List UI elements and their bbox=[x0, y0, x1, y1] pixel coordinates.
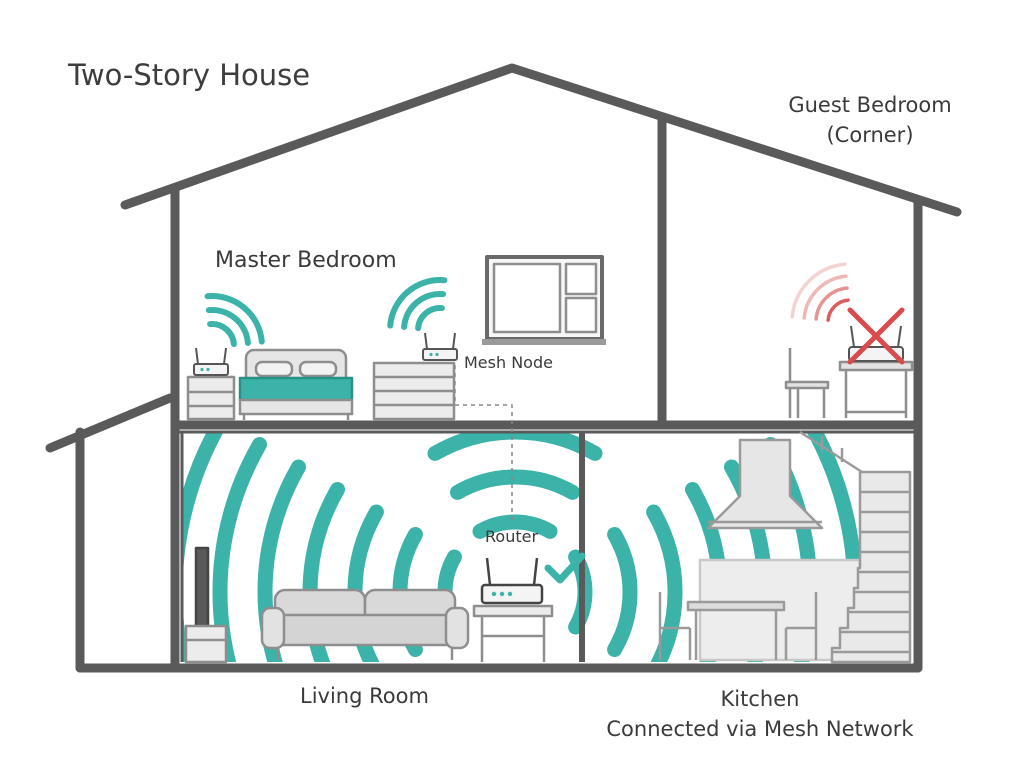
signal-arc bbox=[415, 305, 445, 332]
signal-arc bbox=[207, 321, 237, 348]
router-label: Router bbox=[485, 527, 539, 546]
signal-arc bbox=[387, 277, 448, 329]
guest-bedroom-label-line2: (Corner) bbox=[826, 123, 914, 147]
router-icon bbox=[193, 347, 229, 376]
router-icon bbox=[480, 557, 544, 605]
living-room-furniture bbox=[184, 546, 554, 664]
signal-arc bbox=[607, 527, 638, 657]
cross-icon bbox=[847, 307, 905, 365]
signal-arc bbox=[205, 306, 251, 346]
signal-arc bbox=[450, 469, 580, 500]
master-bedroom-furniture bbox=[186, 255, 606, 421]
mesh-link-line bbox=[454, 365, 513, 520]
mesh-node-icon bbox=[422, 332, 458, 361]
mesh-node-label: Mesh Node bbox=[464, 353, 553, 372]
guest-bedroom-furniture bbox=[784, 348, 914, 418]
signal-arc bbox=[427, 432, 603, 461]
living-room-label: Living Room bbox=[300, 684, 429, 708]
signal-arc bbox=[204, 293, 265, 345]
checkmark-icon bbox=[544, 552, 586, 584]
diagram-title: Two-Story House bbox=[68, 58, 311, 92]
guest-bedroom-label: Guest Bedroom (Corner) bbox=[760, 90, 980, 150]
signal-arc bbox=[826, 298, 850, 322]
wifi-signal-icon bbox=[790, 262, 850, 322]
house-walls bbox=[45, 63, 962, 673]
kitchen-furniture bbox=[658, 430, 912, 664]
kitchen-label: Kitchen Connected via Mesh Network bbox=[560, 684, 960, 744]
guest-bedroom-label-line1: Guest Bedroom bbox=[788, 93, 952, 117]
wifi-signal-icon bbox=[204, 277, 448, 348]
signal-arc bbox=[802, 274, 848, 320]
signal-arc bbox=[790, 262, 847, 319]
kitchen-label-line1: Kitchen bbox=[720, 687, 800, 711]
kitchen-label-line2: Connected via Mesh Network bbox=[606, 717, 914, 741]
signal-arc bbox=[212, 437, 267, 662]
signal-arc bbox=[472, 514, 558, 539]
signal-arc bbox=[257, 459, 306, 662]
signal-arc bbox=[814, 286, 849, 321]
signal-arc bbox=[401, 290, 447, 330]
signal-arc bbox=[182, 432, 224, 662]
signal-arc bbox=[646, 504, 683, 662]
master-bedroom-label: Master Bedroom bbox=[215, 248, 397, 273]
